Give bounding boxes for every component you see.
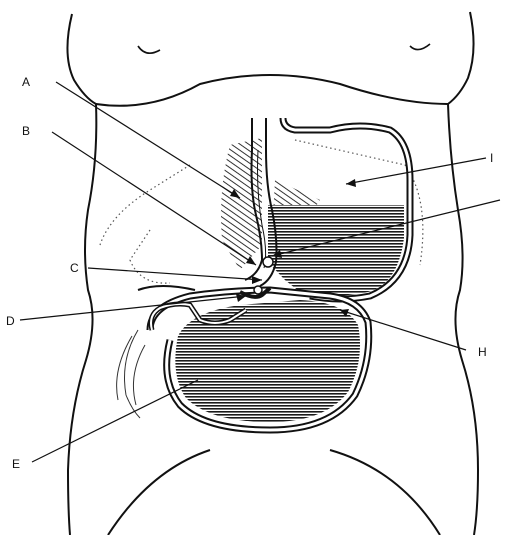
upper-stomach <box>268 118 410 299</box>
label-c: C <box>70 261 79 275</box>
leader-line-i <box>346 158 486 184</box>
label-h: H <box>478 345 487 359</box>
label-b: B <box>22 124 30 138</box>
leader-line-a <box>56 82 240 198</box>
side-lines <box>117 330 145 418</box>
label-e: E <box>12 457 20 471</box>
shaded-region <box>221 138 262 270</box>
lower-stomach <box>138 286 369 430</box>
leader-line-e <box>32 380 198 462</box>
leader-line-c <box>88 268 262 280</box>
label-a: A <box>22 75 30 89</box>
label-i: I <box>490 151 493 165</box>
label-d: D <box>6 314 15 328</box>
